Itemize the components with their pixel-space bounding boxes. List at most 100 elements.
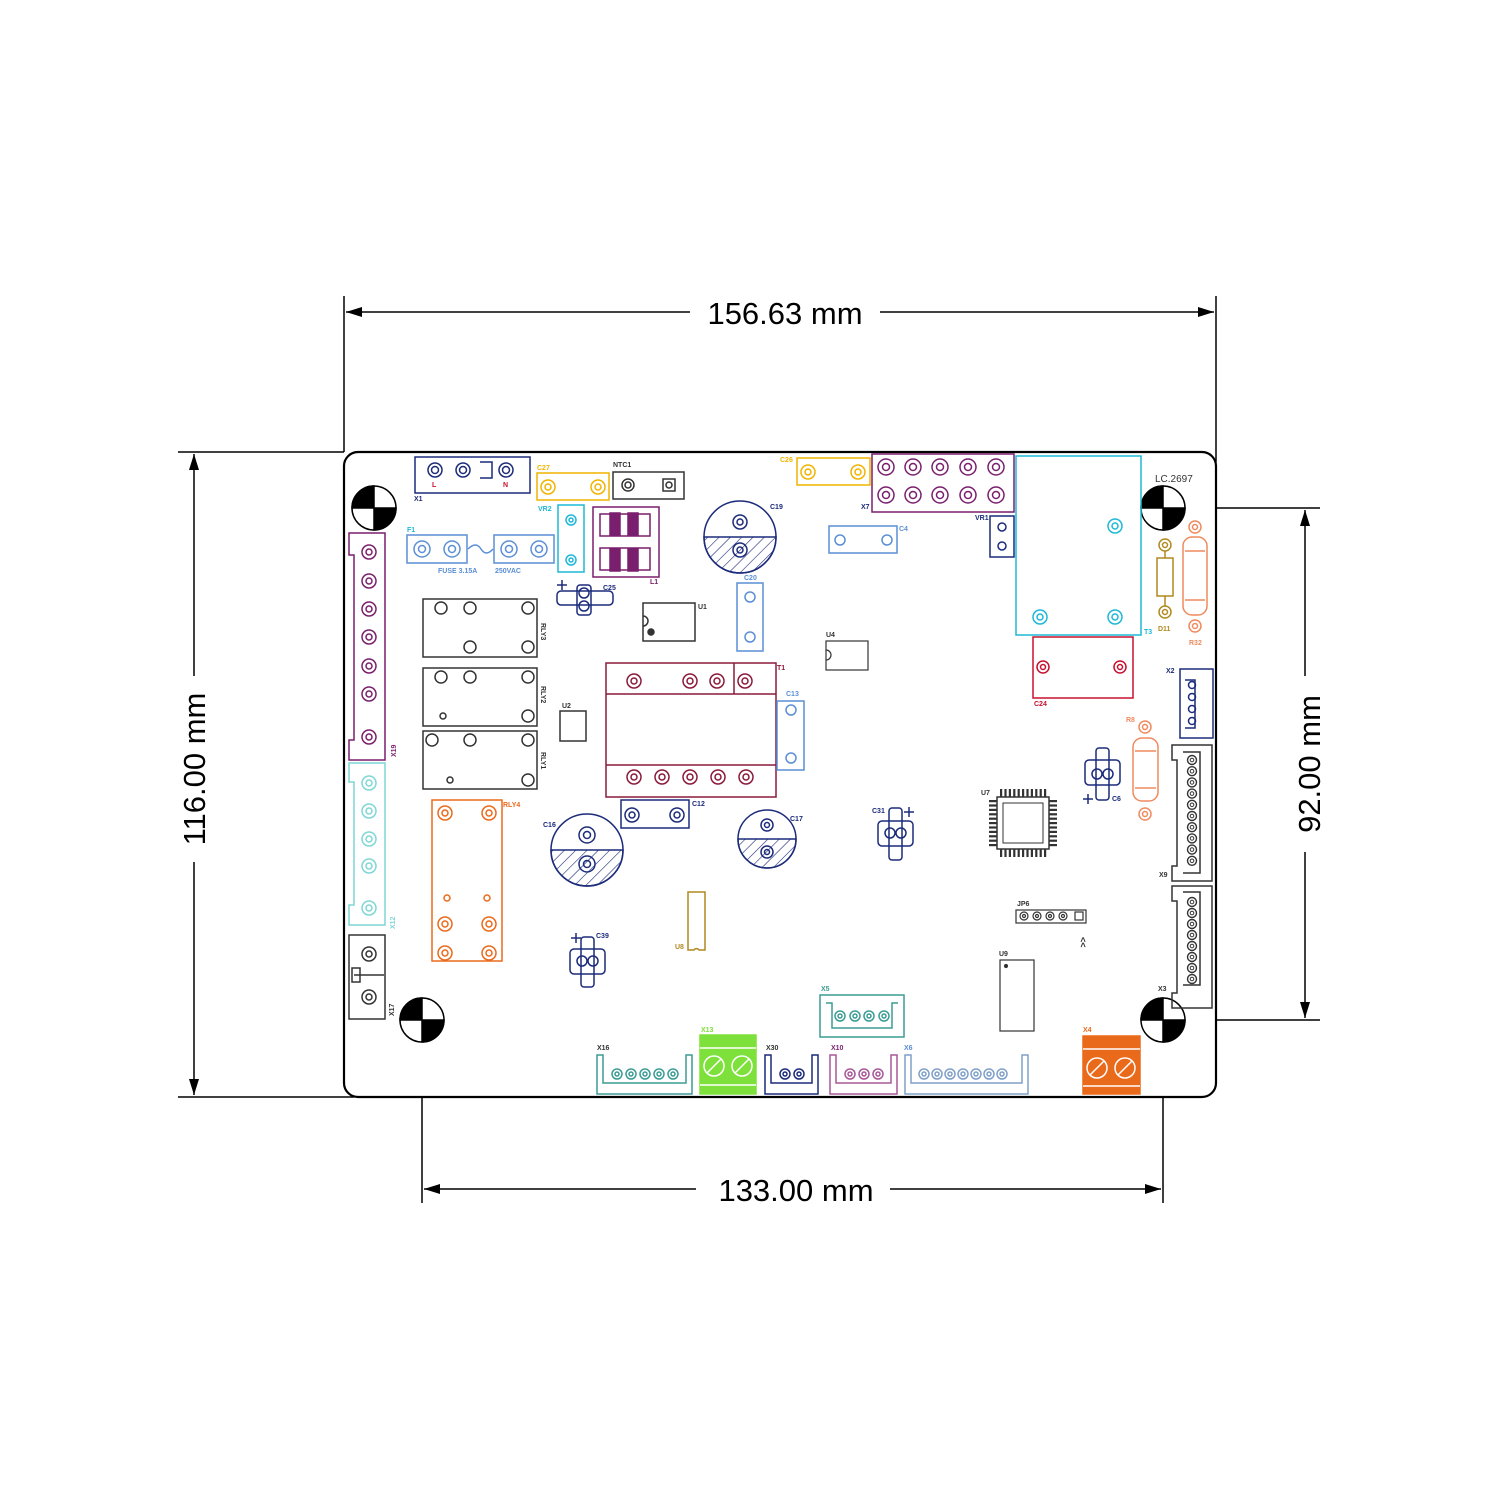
x9-pin (1186, 799, 1198, 810)
x3-pin-hole (1189, 943, 1195, 949)
label-u8: U8 (675, 944, 684, 951)
x3-pin-hole (1189, 910, 1195, 916)
label-fuse-voltage: 250VAC (495, 568, 521, 575)
x3-pin-hole (1189, 976, 1195, 982)
component-x16 (596, 1054, 693, 1095)
label-x3: X3 (1158, 986, 1167, 993)
component-c4 (828, 525, 898, 554)
component-c17 (737, 809, 797, 869)
component-x1 (414, 456, 531, 494)
label-x7: X7 (861, 504, 870, 511)
component-x2 (1179, 668, 1214, 739)
component-c31 (877, 807, 914, 861)
component-u9 (999, 959, 1035, 1032)
x9-pin-hole (1189, 858, 1195, 864)
component-c24 (1032, 636, 1134, 699)
label-x19: X19 (391, 744, 398, 757)
mounting-holes (351, 485, 1186, 1043)
component-c26 (796, 457, 871, 486)
label-x30: X30 (766, 1045, 779, 1052)
x9-pin (1186, 855, 1198, 866)
x3-pin (1186, 929, 1198, 941)
label-x1-l: L (432, 482, 437, 489)
label-u2: U2 (562, 703, 571, 710)
component-rly1 (422, 730, 538, 790)
x3-pin (1186, 940, 1198, 952)
component-l1 (592, 506, 660, 578)
x9-pin-hole (1189, 791, 1195, 796)
label-x17: X17 (389, 1003, 396, 1016)
pitch-x-label: 133.00 mm (718, 1173, 873, 1208)
label-vr1: VR1 (975, 515, 989, 522)
width-label: 156.63 mm (707, 296, 862, 331)
label-c27: C27 (537, 465, 550, 472)
x9-pin (1186, 810, 1198, 822)
component-c20 (736, 582, 764, 652)
component-c25 (556, 580, 614, 616)
label-t1: T1 (777, 665, 785, 672)
label-fuse: FUSE 3.15A (438, 568, 477, 575)
label-x1: X1 (414, 496, 423, 503)
label-u4: U4 (826, 632, 835, 639)
board-code-text: LC.2697 (1155, 474, 1193, 485)
label-u1: U1 (698, 604, 707, 611)
component-x19 (348, 532, 386, 761)
dimension-labels: 156.63 mm 116.00 mm 133.00 mm 92.00 mm (177, 296, 1327, 1208)
label-x10: X10 (831, 1045, 844, 1052)
component-vr1 (989, 515, 1015, 558)
label-c4: C4 (899, 526, 908, 533)
component-ntc1 (612, 471, 685, 500)
component-vr2 (557, 504, 585, 573)
mounting-hole-top-right (1140, 485, 1186, 531)
component-x7 (871, 453, 1015, 513)
label-c25: C25 (603, 585, 616, 592)
component-r8 (1132, 720, 1159, 821)
height-label: 116.00 mm (177, 693, 212, 846)
component-rly3 (422, 598, 538, 658)
x9-pin (1186, 777, 1198, 788)
component-d11 (1156, 538, 1174, 619)
component-t3 (1015, 455, 1142, 636)
x3-pin-hole (1189, 954, 1195, 960)
label-u9: U9 (999, 951, 1008, 958)
label-c26: C26 (780, 457, 793, 464)
component-x30 (764, 1054, 819, 1095)
label-vr2: VR2 (538, 506, 552, 513)
x3-pin (1186, 918, 1198, 930)
label-jp6: JP6 (1017, 901, 1030, 908)
x3-pin (1186, 962, 1198, 974)
component-x6 (904, 1054, 1029, 1095)
label-c16: C16 (543, 822, 556, 829)
mounting-hole-top-left (351, 485, 397, 531)
label-x5: X5 (821, 986, 830, 993)
x9-pin-hole (1189, 780, 1195, 785)
x9-pin-hole (1189, 768, 1195, 774)
label-x9: X9 (1159, 872, 1168, 879)
component-u7 (989, 789, 1057, 857)
label-jp6-mark: << (1078, 937, 1088, 948)
label-rly2: RLY2 (539, 686, 546, 703)
label-l1: L1 (650, 579, 658, 586)
dimension-lines (178, 296, 1320, 1203)
x9-pin (1186, 754, 1198, 766)
x3-pin (1186, 973, 1198, 985)
component-rly2 (422, 667, 538, 727)
label-x4: X4 (1083, 1027, 1092, 1034)
component-c13 (776, 700, 805, 771)
x9-pin-hole (1189, 813, 1195, 819)
component-t1 (605, 662, 777, 798)
component-c19 (703, 500, 777, 574)
board-outline (342, 450, 1218, 1099)
x3-pin-hole (1189, 932, 1195, 938)
x9-pin-hole (1189, 847, 1195, 852)
label-r8: R8 (1126, 717, 1135, 724)
label-x6: X6 (904, 1045, 913, 1052)
x9-pin-hole (1189, 824, 1195, 830)
component-rly4 (431, 799, 503, 962)
x3-pin (1186, 951, 1198, 963)
label-r32: R32 (1189, 640, 1202, 647)
mounting-hole-bottom-right (1140, 997, 1186, 1043)
label-rly1: RLY1 (539, 752, 546, 769)
x9-pin-hole (1189, 757, 1195, 763)
x9-pin-hole (1189, 836, 1195, 841)
